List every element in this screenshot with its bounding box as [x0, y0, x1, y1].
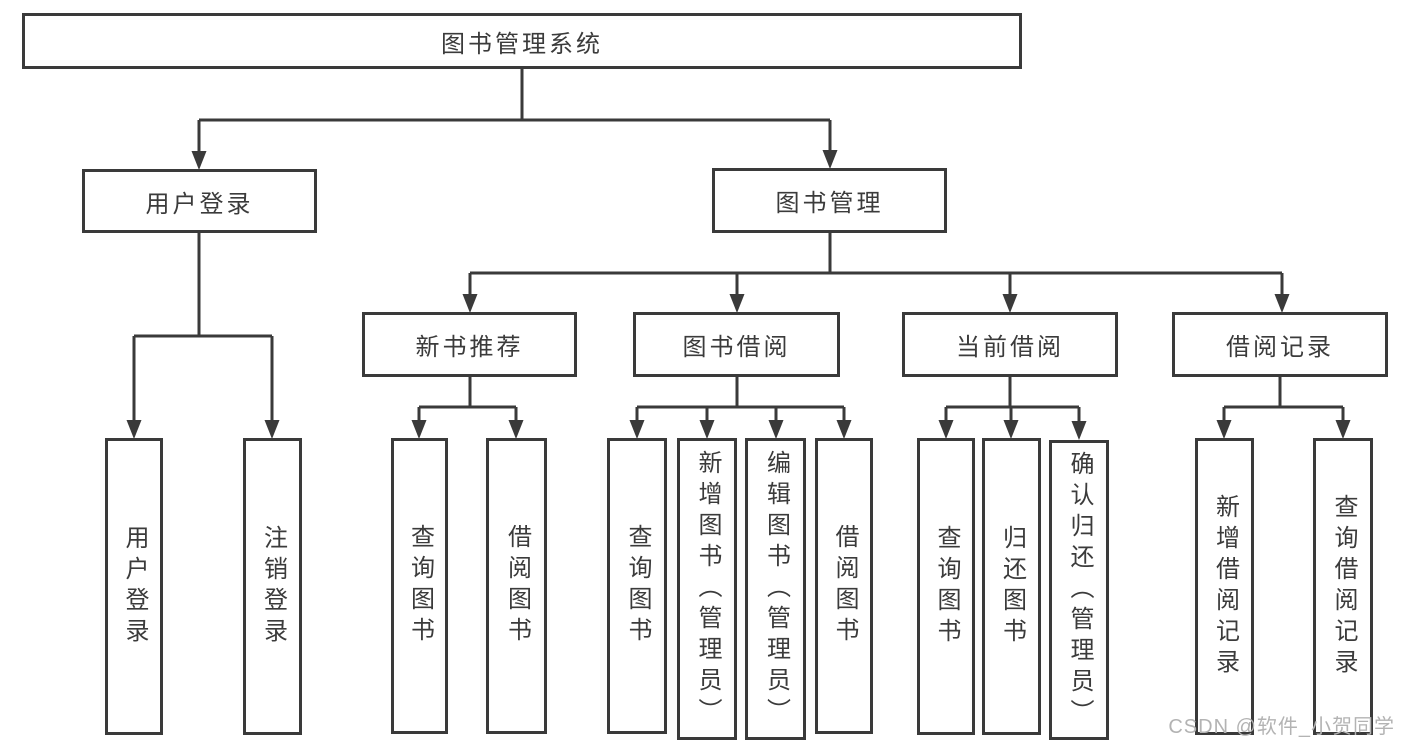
leaf-cb-confirm-return-admin: 确认归还（管理员） [1049, 440, 1109, 740]
node-user-login: 用户登录 [82, 169, 317, 233]
connector-user-login-children [132, 233, 274, 421]
connector-book-mgmt-children [468, 233, 1284, 296]
connector-root-to-level2 [197, 69, 832, 152]
leaf-cb-return-books: 归还图书 [982, 438, 1041, 735]
leaf-nb-query-books: 查询图书 [391, 438, 448, 734]
node-borrow-records: 借阅记录 [1172, 312, 1388, 377]
connector-borrow-records-children [1222, 377, 1345, 422]
leaf-br-add-record: 新增借阅记录 [1195, 438, 1254, 735]
connector-current-borrow-children [944, 377, 1081, 422]
node-new-book-recommend: 新书推荐 [362, 312, 577, 377]
leaf-cb-query-books: 查询图书 [917, 438, 975, 735]
leaf-bb-query-books: 查询图书 [607, 438, 667, 734]
leaf-br-query-record: 查询借阅记录 [1313, 438, 1373, 735]
leaf-bb-edit-books-admin: 编辑图书（管理员） [745, 438, 806, 740]
arrowheads [126, 150, 1351, 440]
leaf-user-login: 用户登录 [105, 438, 163, 735]
leaf-bb-borrow-books: 借阅图书 [815, 438, 873, 734]
leaf-bb-add-books-admin: 新增图书（管理员） [677, 438, 737, 740]
node-book-management: 图书管理 [712, 168, 947, 233]
node-book-borrow: 图书借阅 [633, 312, 840, 377]
leaf-logout: 注销登录 [243, 438, 302, 735]
connector-book-borrow-children [635, 377, 846, 422]
connector-new-book-children [417, 377, 518, 422]
node-root-system: 图书管理系统 [22, 13, 1022, 69]
csdn-watermark: CSDN @软件_小贺同学 [1168, 716, 1395, 738]
leaf-nb-borrow-books: 借阅图书 [486, 438, 547, 734]
node-current-borrow: 当前借阅 [902, 312, 1118, 377]
